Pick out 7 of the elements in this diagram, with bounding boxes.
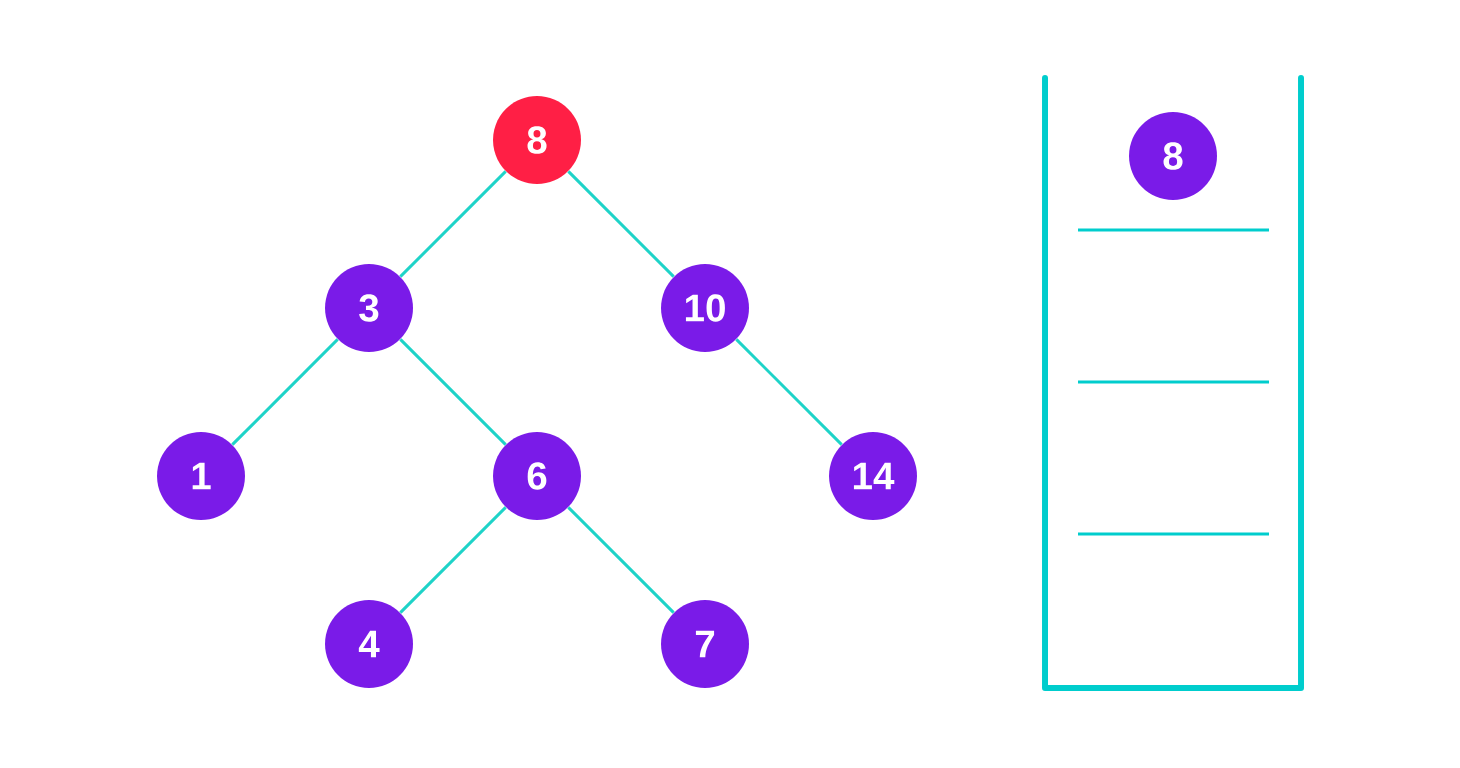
tree-edge	[567, 506, 675, 614]
tree-edge	[735, 338, 843, 446]
tree-edge	[399, 338, 507, 446]
tree-edge	[399, 170, 507, 278]
tree-edge	[399, 506, 507, 614]
tree-edge	[231, 338, 339, 446]
tree-edge	[567, 170, 675, 278]
